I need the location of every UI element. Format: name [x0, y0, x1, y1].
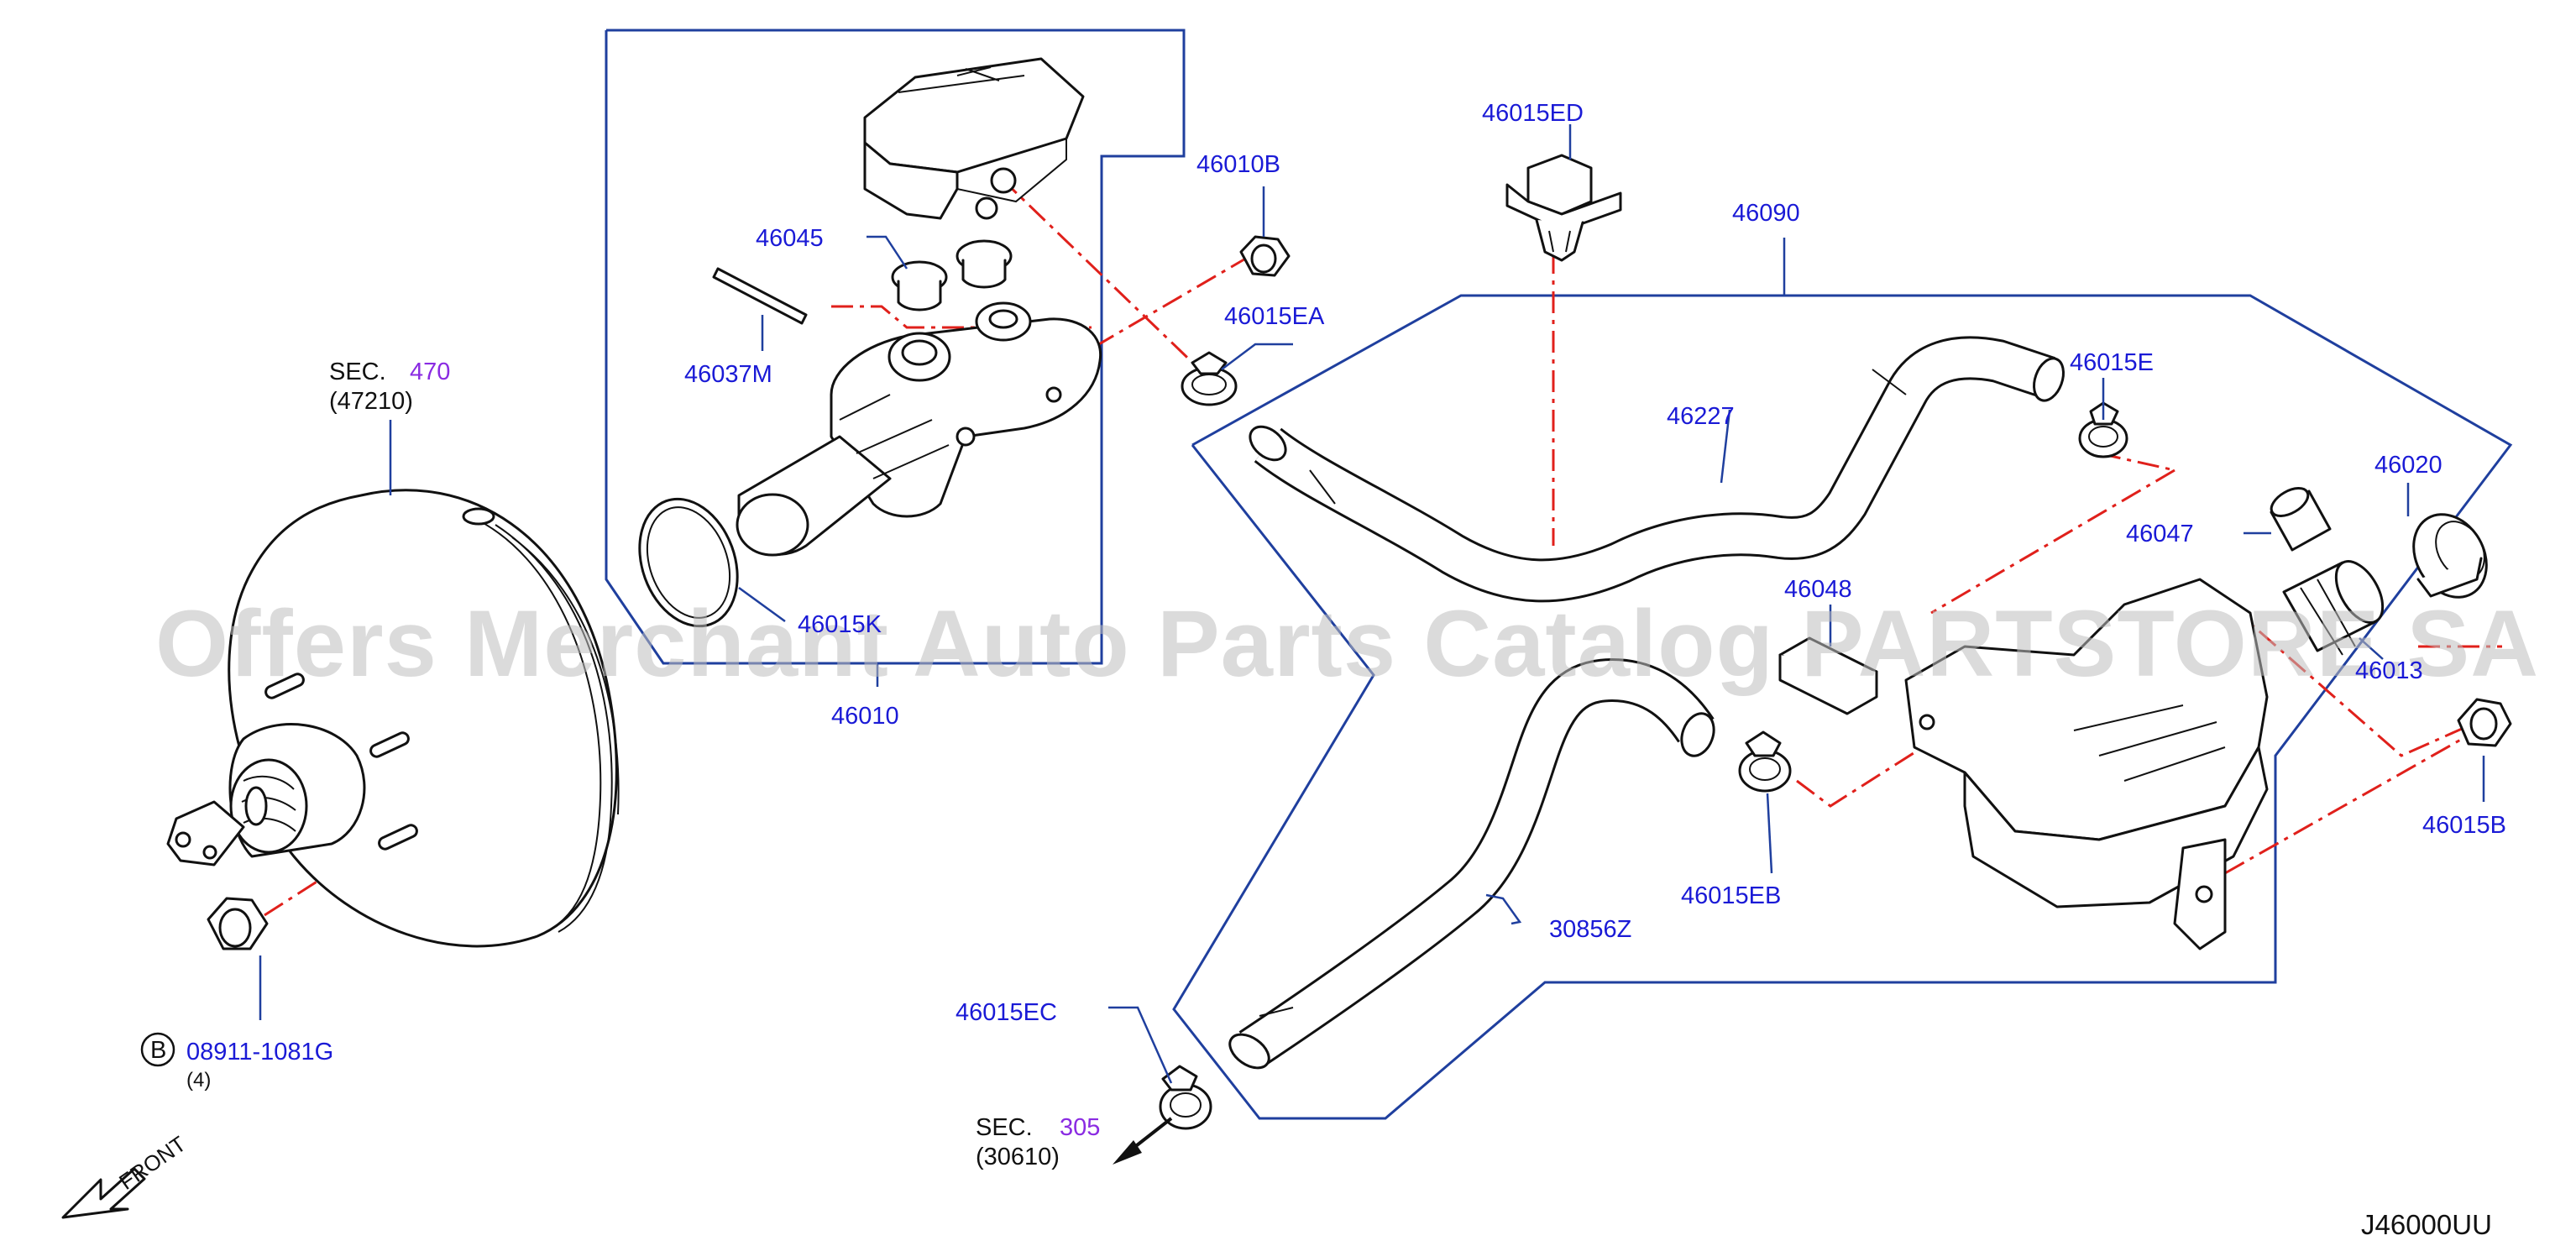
watermark: Offers Merchant Auto Parts Catalog PARTS… — [155, 591, 2539, 696]
label-46037M[interactable]: 46037M — [684, 361, 772, 388]
label-30856Z[interactable]: 30856Z — [1549, 916, 1631, 943]
front-arrow-icon — [61, 1167, 146, 1219]
sec305-ref: (30610) — [976, 1144, 1060, 1170]
nut-46010B — [1239, 235, 1291, 277]
clamp-46015EA — [1181, 351, 1238, 406]
label-46045[interactable]: 46045 — [756, 225, 824, 252]
sec305-link[interactable]: 305 — [1060, 1114, 1100, 1141]
sec305-arrow-icon — [1113, 1117, 1173, 1165]
clip-46015ED — [1505, 154, 1622, 262]
label-46015ED[interactable]: 46015ED — [1482, 100, 1584, 127]
label-46015EB[interactable]: 46015EB — [1681, 882, 1781, 909]
label-46015E[interactable]: 46015E — [2070, 349, 2154, 376]
grommet-46048 — [1778, 636, 1878, 715]
sec305-prefix: SEC. — [976, 1114, 1033, 1141]
strainer-46013 — [2282, 560, 2385, 656]
o-ring-46015K — [638, 497, 739, 628]
reservoir-cap-46020 — [2412, 513, 2488, 599]
hose-30856Z — [1228, 657, 1715, 1070]
bolt-badge: B — [150, 1037, 166, 1064]
label-46010[interactable]: 46010 — [831, 703, 899, 730]
leader-lines — [259, 124, 2485, 1084]
label-46015B[interactable]: 46015B — [2422, 812, 2506, 839]
label-46013[interactable]: 46013 — [2355, 657, 2423, 684]
label-46015EC[interactable]: 46015EC — [956, 999, 1057, 1026]
grommet-46045 — [891, 239, 1013, 312]
reservoir-tank — [1904, 578, 2269, 950]
label-46020[interactable]: 46020 — [2374, 452, 2442, 479]
sec470-prefix: SEC. — [329, 359, 386, 385]
clamp-46015EB — [1738, 730, 1792, 793]
reservoir-hose-group-frame — [1172, 294, 2513, 1120]
label-46227[interactable]: 46227 — [1667, 403, 1735, 430]
part-labels: SEC. 470 (47210) 46037M 46045 46015K 460… — [114, 100, 2506, 1240]
clamp-46015EC — [1159, 1065, 1212, 1130]
bolt-badge-circle — [140, 1032, 175, 1067]
master-cylinder — [736, 301, 1102, 557]
front-label: FRONT — [114, 1131, 191, 1195]
bolt-qty: (4) — [186, 1069, 211, 1092]
label-46015K[interactable]: 46015K — [798, 611, 882, 638]
brake-booster — [166, 489, 620, 948]
sec470-link[interactable]: 470 — [410, 359, 450, 385]
label-46047[interactable]: 46047 — [2126, 521, 2194, 547]
sec470-ref: (47210) — [329, 388, 413, 415]
master-cylinder-group-frame — [605, 29, 1186, 665]
booster-mounting-nut — [207, 897, 269, 950]
nut-46015B — [2457, 698, 2512, 747]
reservoir-cap — [863, 57, 1085, 220]
label-46010B[interactable]: 46010B — [1196, 151, 1280, 178]
diagram-code: J46000UU — [2361, 1209, 2492, 1240]
hose-46227 — [1249, 336, 2065, 603]
label-46090[interactable]: 46090 — [1732, 200, 1800, 227]
label-46015EA[interactable]: 46015EA — [1224, 303, 1325, 330]
filler-neck-46047 — [2270, 487, 2332, 552]
pin-46037M — [712, 267, 808, 325]
label-08911-1081G[interactable]: 08911-1081G — [186, 1039, 333, 1065]
label-46048[interactable]: 46048 — [1784, 576, 1852, 603]
